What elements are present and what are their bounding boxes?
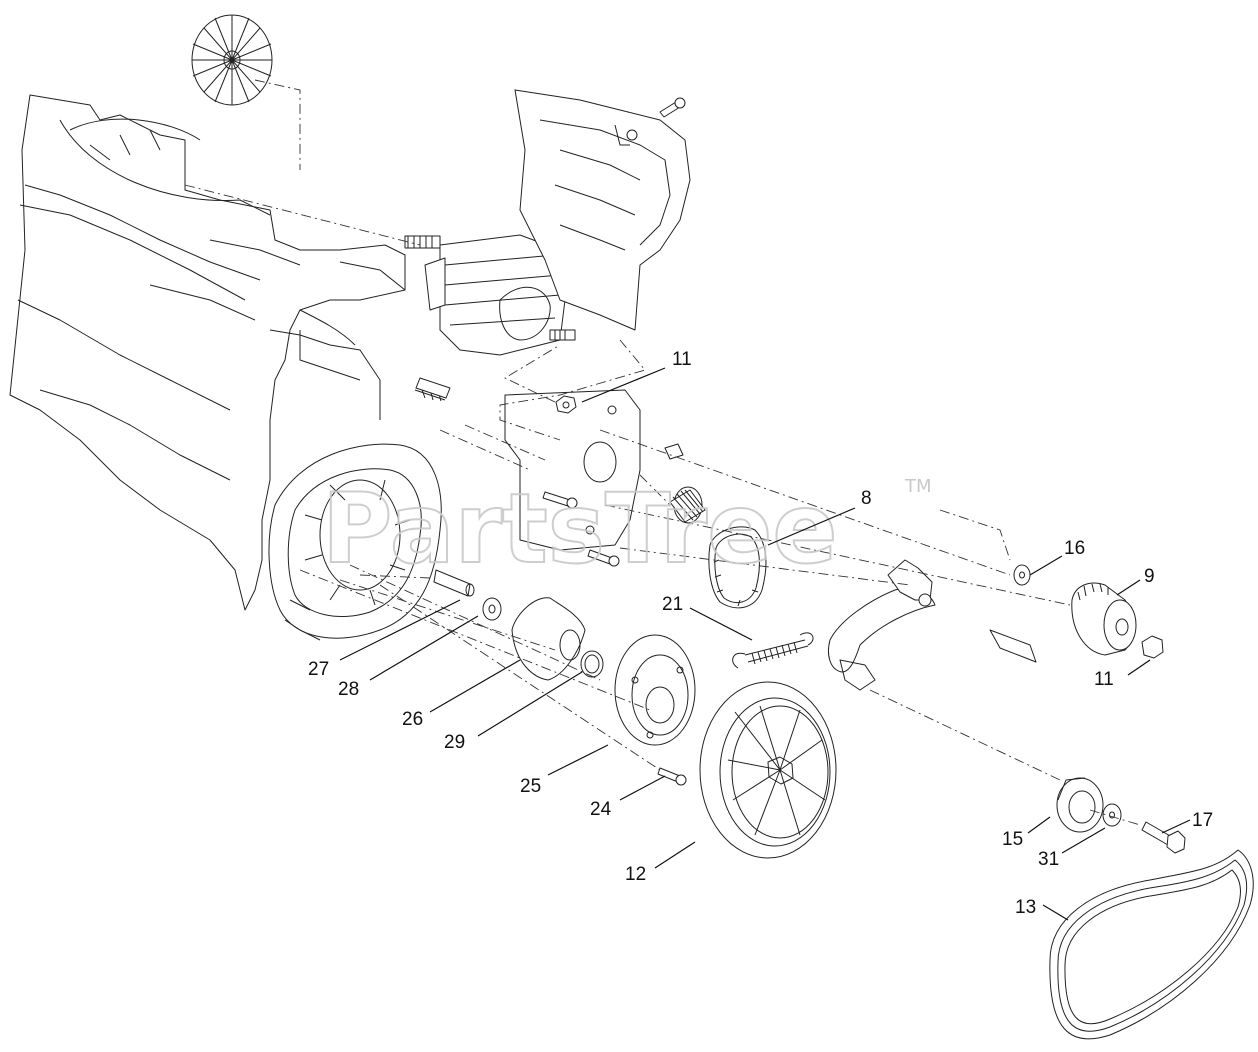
callout-8: 8 bbox=[861, 488, 872, 509]
callout-25: 25 bbox=[520, 776, 541, 797]
assembly-centerlines bbox=[184, 79, 1141, 826]
washer-16 bbox=[1013, 564, 1031, 586]
leader-29 bbox=[477, 671, 583, 737]
motor-assembly bbox=[404, 234, 576, 356]
pulley-12 bbox=[699, 681, 837, 859]
washer-28 bbox=[482, 597, 502, 621]
leader-27 bbox=[339, 599, 461, 661]
mounting-plate bbox=[504, 389, 641, 551]
callout-16: 16 bbox=[1064, 538, 1085, 559]
nut-11-right bbox=[1141, 635, 1164, 659]
bearing-15 bbox=[1056, 777, 1104, 833]
v-belt-13 bbox=[1049, 849, 1254, 1040]
leader-12 bbox=[654, 841, 696, 869]
leader-16 bbox=[1029, 555, 1063, 576]
leader-15 bbox=[1027, 816, 1051, 834]
callout-11-right: 11 bbox=[1094, 669, 1114, 690]
screw-24 bbox=[657, 767, 687, 786]
leader-13 bbox=[1042, 904, 1069, 921]
watermark-tm: TM bbox=[904, 476, 932, 497]
callout-13: 13 bbox=[1015, 897, 1036, 918]
coupler-26 bbox=[511, 597, 586, 681]
callout-29: 29 bbox=[444, 732, 465, 753]
pulley-9 bbox=[1071, 582, 1137, 656]
nut-11-top bbox=[555, 395, 577, 414]
callout-9: 9 bbox=[1144, 566, 1155, 587]
leader-21 bbox=[689, 607, 753, 641]
callout-12: 12 bbox=[625, 864, 646, 885]
impeller-fan bbox=[191, 14, 273, 106]
auger-housing bbox=[9, 94, 406, 611]
leader-24 bbox=[619, 775, 666, 801]
watermark-text: PartsTree bbox=[322, 473, 837, 585]
extension-spring-21 bbox=[732, 632, 814, 669]
partstree-watermark: PartsTree TM bbox=[321, 472, 932, 586]
callout-15: 15 bbox=[1002, 829, 1023, 850]
leader-8 bbox=[767, 507, 856, 546]
hub-plate-25 bbox=[614, 634, 696, 746]
leader-26 bbox=[429, 659, 521, 713]
leader-28 bbox=[369, 615, 479, 681]
washer-31 bbox=[1102, 803, 1122, 827]
leader-11-top bbox=[581, 367, 666, 403]
leader-17 bbox=[1161, 819, 1191, 834]
motor-cover bbox=[514, 89, 691, 331]
leader-31 bbox=[1061, 827, 1106, 854]
idler-bracket bbox=[828, 559, 1037, 691]
housing-springs bbox=[414, 377, 451, 402]
leader-25 bbox=[547, 744, 609, 776]
cover-screw bbox=[659, 97, 686, 118]
callout-31: 31 bbox=[1038, 849, 1059, 870]
callout-26: 26 bbox=[402, 709, 423, 730]
toothed-belt-8 bbox=[708, 526, 767, 609]
callout-27: 27 bbox=[308, 659, 329, 680]
plate-screws bbox=[542, 443, 684, 567]
callout-21: 21 bbox=[662, 594, 683, 615]
callout-labels: 11 8 16 9 11 21 27 28 26 29 25 24 12 15 … bbox=[308, 349, 1213, 918]
leader-9 bbox=[1116, 579, 1141, 596]
callout-28: 28 bbox=[338, 679, 359, 700]
callout-leaders bbox=[339, 367, 1191, 921]
shaft-27 bbox=[433, 569, 475, 597]
callout-11-top: 11 bbox=[672, 349, 692, 370]
ring-29 bbox=[580, 650, 604, 678]
bolt-17 bbox=[1141, 821, 1186, 854]
callout-24: 24 bbox=[590, 799, 612, 820]
leader-11-right bbox=[1127, 659, 1151, 676]
gearbox-frame bbox=[268, 443, 442, 641]
callout-17: 17 bbox=[1192, 810, 1213, 831]
